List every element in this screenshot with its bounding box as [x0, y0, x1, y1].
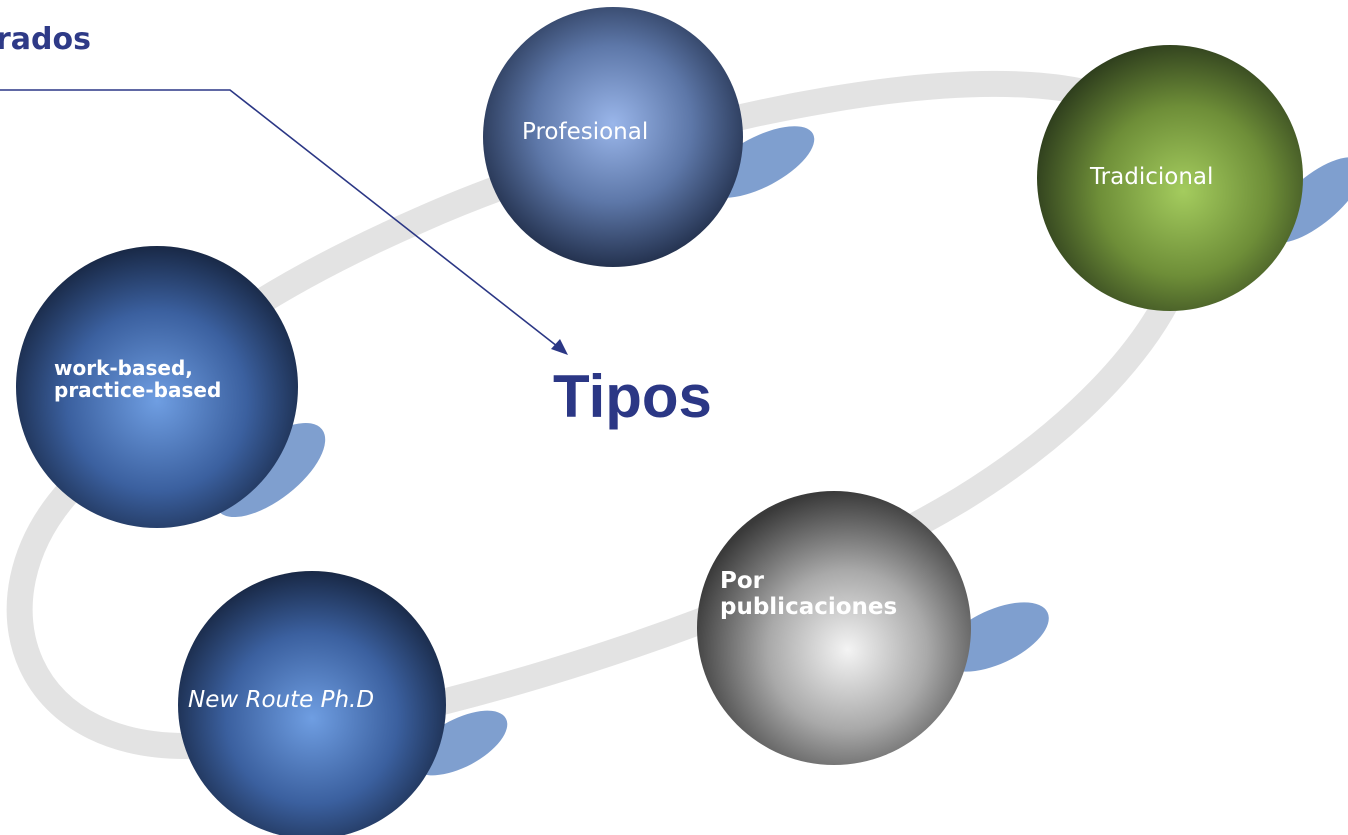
center-title: Tipos: [553, 363, 712, 430]
por-publicaciones-sphere: [697, 491, 971, 765]
new-route-shadow: [412, 710, 508, 776]
por-publicaciones-label-line2: publicaciones: [720, 593, 898, 620]
new-route-label: New Route Ph.D: [188, 687, 375, 713]
work-based-label: work-based, practice-based: [54, 357, 221, 402]
por-publicaciones-label: Por publicaciones: [720, 568, 898, 621]
profesional-sphere: [483, 7, 743, 267]
por-publicaciones-label-line1: Por: [720, 568, 765, 594]
new-route-sphere: [178, 571, 446, 835]
heading-partial: rados: [0, 22, 91, 57]
work-based-label-line1: work-based,: [54, 356, 193, 380]
profesional-label: Profesional: [522, 119, 649, 145]
tradicional-label: Tradicional: [1090, 164, 1214, 190]
work-based-sphere: [16, 246, 298, 528]
tradicional-sphere: [1037, 45, 1303, 311]
cycle-track: [6, 70, 1206, 759]
connector-line: [0, 89, 563, 351]
work-based-label-line2: practice-based: [54, 378, 222, 403]
arrowhead: [551, 339, 568, 355]
